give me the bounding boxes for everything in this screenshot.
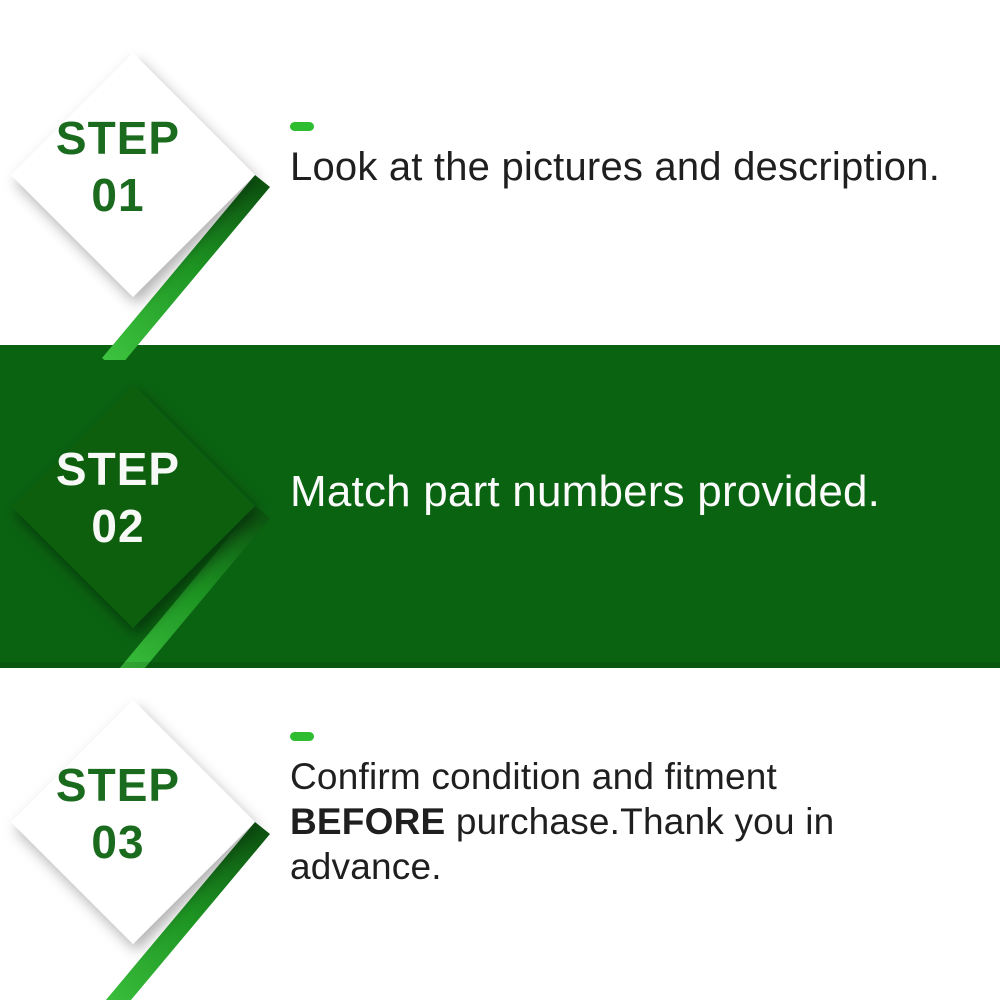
step-word: STEP	[55, 443, 181, 495]
step-number: 02	[91, 500, 145, 552]
description-text: purchase.Thank you in advance.	[290, 801, 835, 887]
description-bold-text: BEFORE	[290, 801, 446, 842]
step-03-content: Confirm condition and fitment BEFORE pur…	[290, 732, 835, 889]
step-01-heading: STEP 01	[8, 110, 228, 224]
step-03-arrow-graphic	[11, 700, 270, 1000]
step-03-heading: STEP 03	[8, 757, 228, 871]
step-01-section: STEP 01 Look at the pictures and descrip…	[0, 0, 1000, 360]
step-02-section: STEP 02 Match part numbers provided.	[0, 345, 1000, 668]
step-03-section: STEP 03 Confirm condition and fitment BE…	[0, 668, 1000, 1000]
chevron-right-icon	[11, 53, 255, 297]
step-01-arrow-graphic	[11, 53, 270, 360]
step-word: STEP	[55, 112, 181, 164]
step-01-content: Look at the pictures and description.	[290, 122, 940, 191]
green-ribbon-icon	[105, 822, 270, 1000]
green-ribbon-icon	[102, 175, 270, 360]
step-01-description: Look at the pictures and description.	[290, 145, 941, 189]
step-02-heading: STEP 02	[8, 441, 228, 555]
chevron-right-icon	[11, 700, 255, 944]
green-ribbon-icon	[119, 506, 270, 668]
step-02-content: Match part numbers provided.	[290, 467, 880, 517]
step-number: 01	[91, 169, 145, 221]
step-number: 03	[91, 816, 145, 868]
step-02-arrow-graphic	[11, 384, 270, 668]
step-02-description: Match part numbers provided.	[290, 467, 881, 516]
description-text: Confirm condition and fitment	[290, 756, 778, 797]
green-dash-icon	[290, 122, 314, 131]
green-dash-icon	[290, 732, 314, 741]
step-03-description: Confirm condition and fitment BEFORE pur…	[290, 754, 835, 889]
step-word: STEP	[55, 759, 181, 811]
chevron-right-icon	[11, 384, 255, 628]
